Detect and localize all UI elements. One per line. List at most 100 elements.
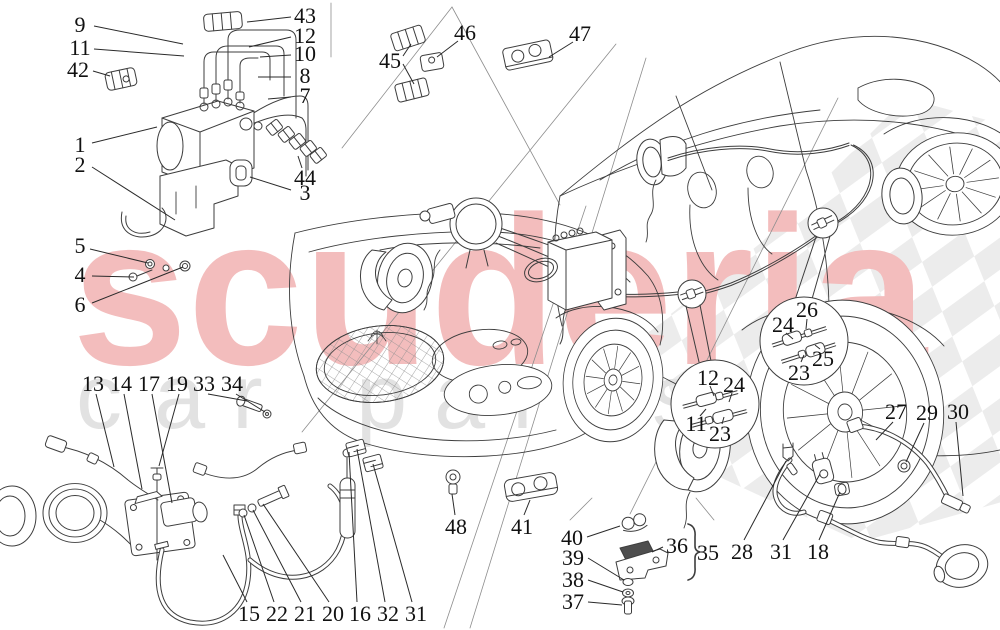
leader-line-37 (587, 601, 623, 606)
leader-line-7 (267, 96, 292, 100)
leader-line-11 (93, 48, 185, 57)
leader-line-48 (451, 493, 456, 516)
callout-label-37: 37 (562, 589, 584, 614)
detail-circle-d (759, 296, 849, 386)
callout-label-17: 17 (138, 371, 160, 396)
callout-label-40: 40 (561, 525, 583, 550)
clip-45-lower (394, 77, 430, 103)
front-hose-group (0, 395, 384, 623)
leader-line-38 (587, 579, 624, 593)
watermark-letter-c: c (76, 346, 122, 448)
callout-label-44: 44 (294, 165, 316, 190)
detail-circle-a (677, 279, 712, 363)
callout-label-28: 28 (731, 539, 753, 564)
leader-line-21 (252, 509, 302, 603)
leader-line-23 (721, 416, 725, 425)
leader-line-42 (92, 70, 111, 77)
callout-label-39: 39 (562, 545, 584, 570)
leader-line-46 (436, 40, 459, 58)
callout-label-26: 26 (796, 297, 818, 322)
callout-label-30: 30 (947, 399, 969, 424)
leader-line-29 (905, 422, 925, 463)
leader-line-26 (805, 318, 808, 330)
headlight (443, 364, 553, 416)
leader-line-30 (955, 421, 964, 497)
leader-line-27 (875, 421, 894, 441)
leader-line-45 (402, 63, 415, 85)
callout-label-9: 9 (75, 12, 86, 37)
callout-label-25: 25 (812, 346, 834, 371)
clip-48 (445, 469, 461, 495)
callout-label-1: 1 (75, 132, 86, 157)
leader-line-6 (91, 266, 184, 304)
callout-label-29: 29 (916, 400, 938, 425)
callout-label-23: 23 (788, 360, 810, 385)
callout-label-8: 8 (300, 63, 311, 88)
leader-line-24 (728, 392, 733, 403)
front-brake-disc (359, 242, 441, 314)
callout-label-11: 11 (685, 411, 706, 436)
grommet-3 (229, 159, 253, 187)
leader-line-11 (699, 408, 707, 417)
leader-line-34 (235, 393, 266, 413)
callout-label-43: 43 (294, 3, 316, 28)
callout-label-18: 18 (807, 539, 829, 564)
callout-label-16: 16 (349, 601, 371, 626)
leader-line-1 (91, 126, 158, 144)
callout-label-36: 36 (666, 533, 688, 558)
leader-line-9 (93, 25, 184, 45)
front-car-wheel (562, 317, 664, 443)
detail-circle-b (670, 359, 760, 449)
leader-line-4 (91, 275, 135, 278)
detail-circle-c (794, 207, 839, 301)
callout-label-27: 27 (885, 399, 907, 424)
callout-label-13: 13 (82, 371, 104, 396)
leader-line-25 (814, 344, 821, 350)
leader-line-12 (248, 36, 292, 48)
bracket-41 (503, 472, 559, 502)
clip-42 (104, 67, 138, 91)
watermark-letter-r: r (232, 346, 263, 448)
callout-label-31: 31 (405, 601, 427, 626)
callout-label-15: 15 (238, 601, 260, 626)
callout-label-42: 42 (67, 57, 89, 82)
clip-43 (203, 11, 243, 32)
leader-line-3 (249, 176, 292, 191)
brake-booster-drawing (419, 197, 503, 269)
leader-line-20 (262, 503, 330, 603)
callout-label-5: 5 (75, 233, 86, 258)
leader-line-23 (800, 354, 805, 363)
callout-label-32: 32 (377, 601, 399, 626)
callout-label-4: 4 (75, 262, 86, 287)
callout-label-38: 38 (562, 567, 584, 592)
leader-line-13 (95, 393, 115, 468)
leader-line-36 (651, 546, 664, 553)
leader-line-24 (785, 332, 794, 340)
leader-line-45 (402, 43, 412, 57)
callout-label-23: 23 (709, 421, 731, 446)
leader-line-14 (123, 393, 143, 490)
callout-label-22: 22 (266, 601, 288, 626)
callout-label-2: 2 (75, 152, 86, 177)
callout-label-12: 12 (697, 365, 719, 390)
callout-label-24: 24 (772, 312, 794, 337)
callout-label-33: 33 (193, 371, 215, 396)
grille (315, 325, 445, 403)
bracket-47 (502, 39, 554, 71)
leader-line-16 (348, 451, 358, 603)
callout-label-47: 47 (569, 21, 591, 46)
clip-45-upper (390, 24, 426, 52)
callout-label-3: 3 (300, 180, 311, 205)
leader-line-5 (89, 248, 149, 264)
callout-label-31: 31 (770, 539, 792, 564)
leader-line-39 (587, 557, 625, 581)
callout-label-20: 20 (322, 601, 344, 626)
leader-line-28 (743, 460, 787, 541)
callout-label-14: 14 (110, 371, 132, 396)
clip-46 (419, 52, 445, 72)
brace-35 (687, 523, 701, 581)
clip-chain-44 (265, 119, 327, 164)
